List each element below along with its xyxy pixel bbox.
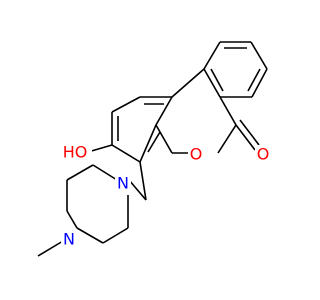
ring-oxygen-label: O [190,145,203,164]
atom-label-carbonyl-oxygen: O [255,145,271,164]
carbonyl-group [235,119,260,151]
methylene-linker [128,161,147,201]
atom-label-piperazine-n4: N [61,230,77,249]
atom-label-ring-oxygen: O [188,145,204,164]
n-methyl-bond [37,240,64,257]
atom-label-piperazine-n1: N [115,174,131,193]
molecule-structure: HO O O N N [37,41,271,257]
piperazine-n4-label: N [63,230,75,249]
carbonyl-oxygen-label: O [257,145,270,164]
hydroxyl-label: HO [63,143,88,162]
phenol-ring [111,96,172,163]
atom-label-ho: HO [58,142,92,162]
benzene-ring-top [203,41,268,98]
lactone-ring [155,68,237,154]
piperazine-n1-label: N [117,174,129,193]
piperazine-ring [66,164,129,244]
